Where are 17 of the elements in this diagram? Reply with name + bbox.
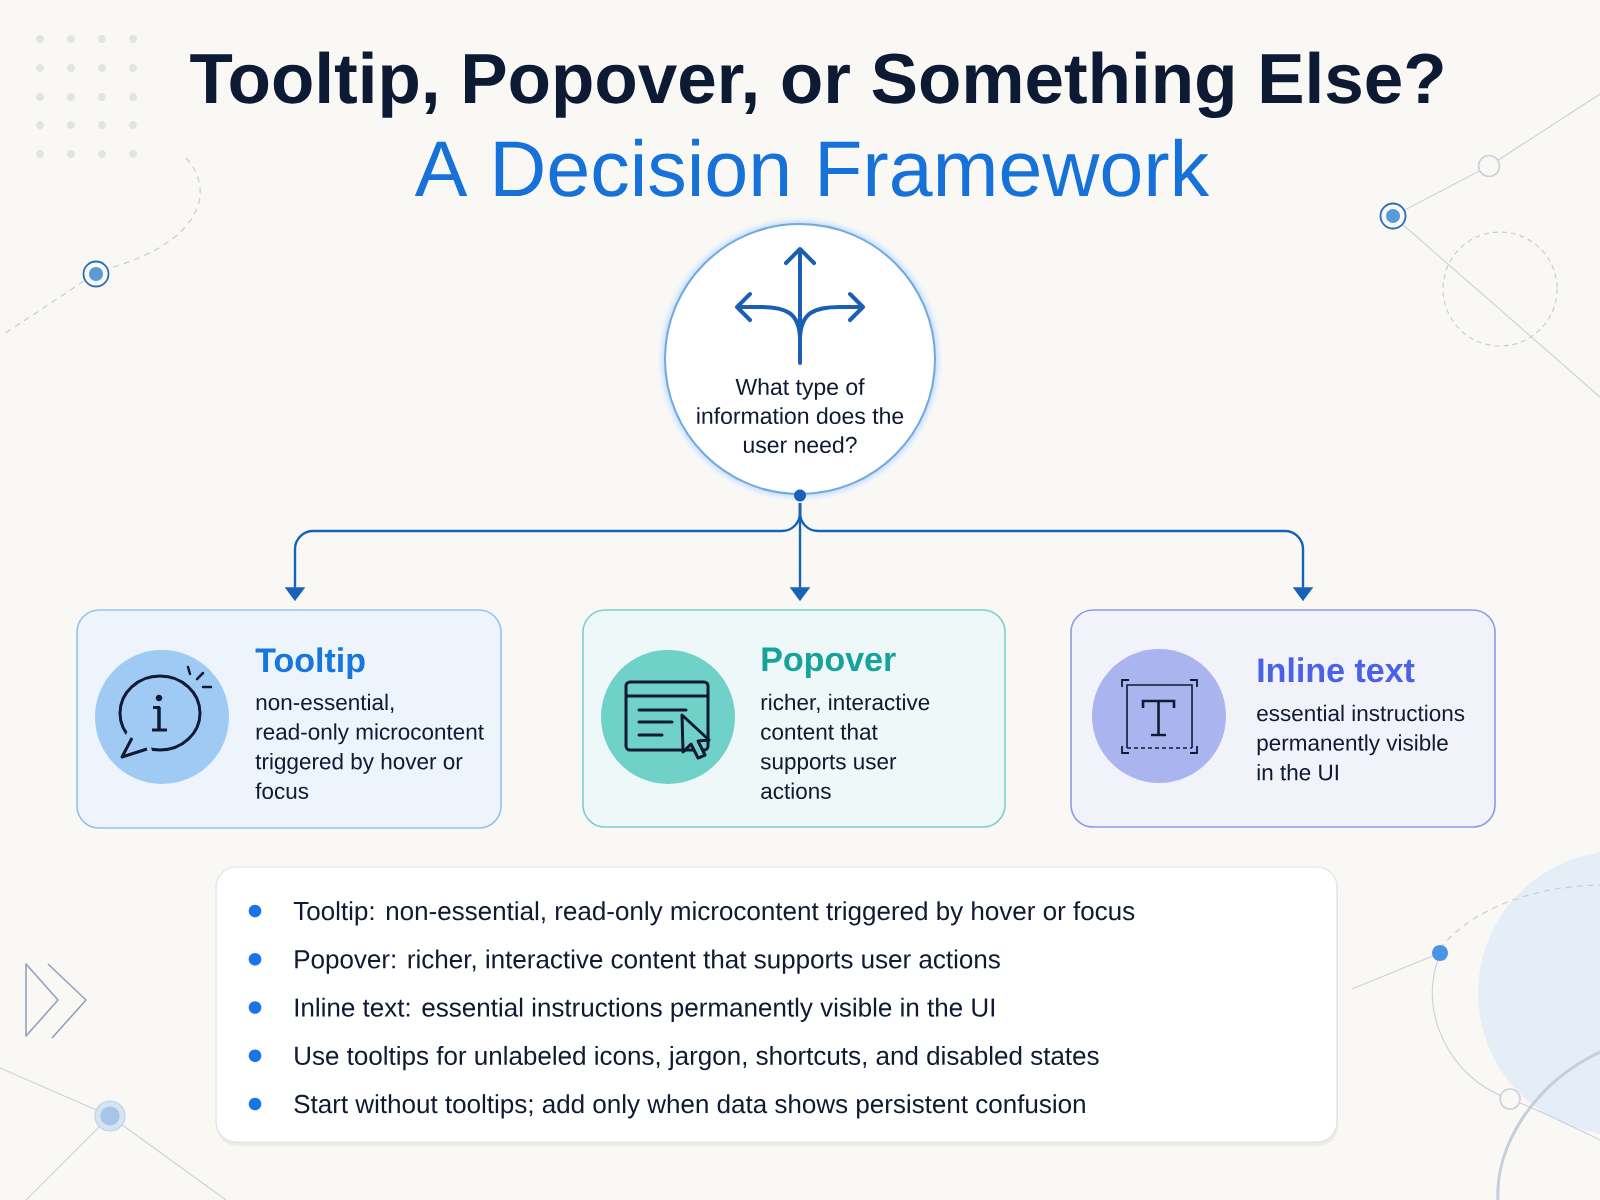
card-title: Inline text [1258,657,1415,683]
card-title: Tooltip [255,647,365,680]
bullet-text: Inline text: essential instructions permanently visible in the UI [295,997,994,1022]
card-description: non-essential, read-only microcontent triggered by hover or focus [255,693,484,800]
option-card [76,609,502,829]
card-description: richer, interactive content that supports user actions [760,693,930,800]
bullet-text: Popover: richer, interactive content that supports user actions [295,949,1000,974]
card-title: Popover [762,647,896,679]
option-card [1070,609,1496,828]
question-text: What type of information does the user need? [697,378,904,454]
summary-panel [215,866,1338,1146]
card-description: essential instructions permanently visible in the UI [1257,704,1465,781]
option-card [582,609,1006,828]
bullet-text: Start without tooltips; add only when data shows persistent confusion [294,1094,1085,1119]
bullet-text: Tooltip: non-essential, read-only microcontent triggered by hover or focus [293,901,1135,926]
bullet-text: Use tooltips for unlabeled icons, jargon, shortcuts, and disabled states [295,1045,1099,1071]
title: Tooltip, Popover, or Something Else? [190,51,1443,119]
